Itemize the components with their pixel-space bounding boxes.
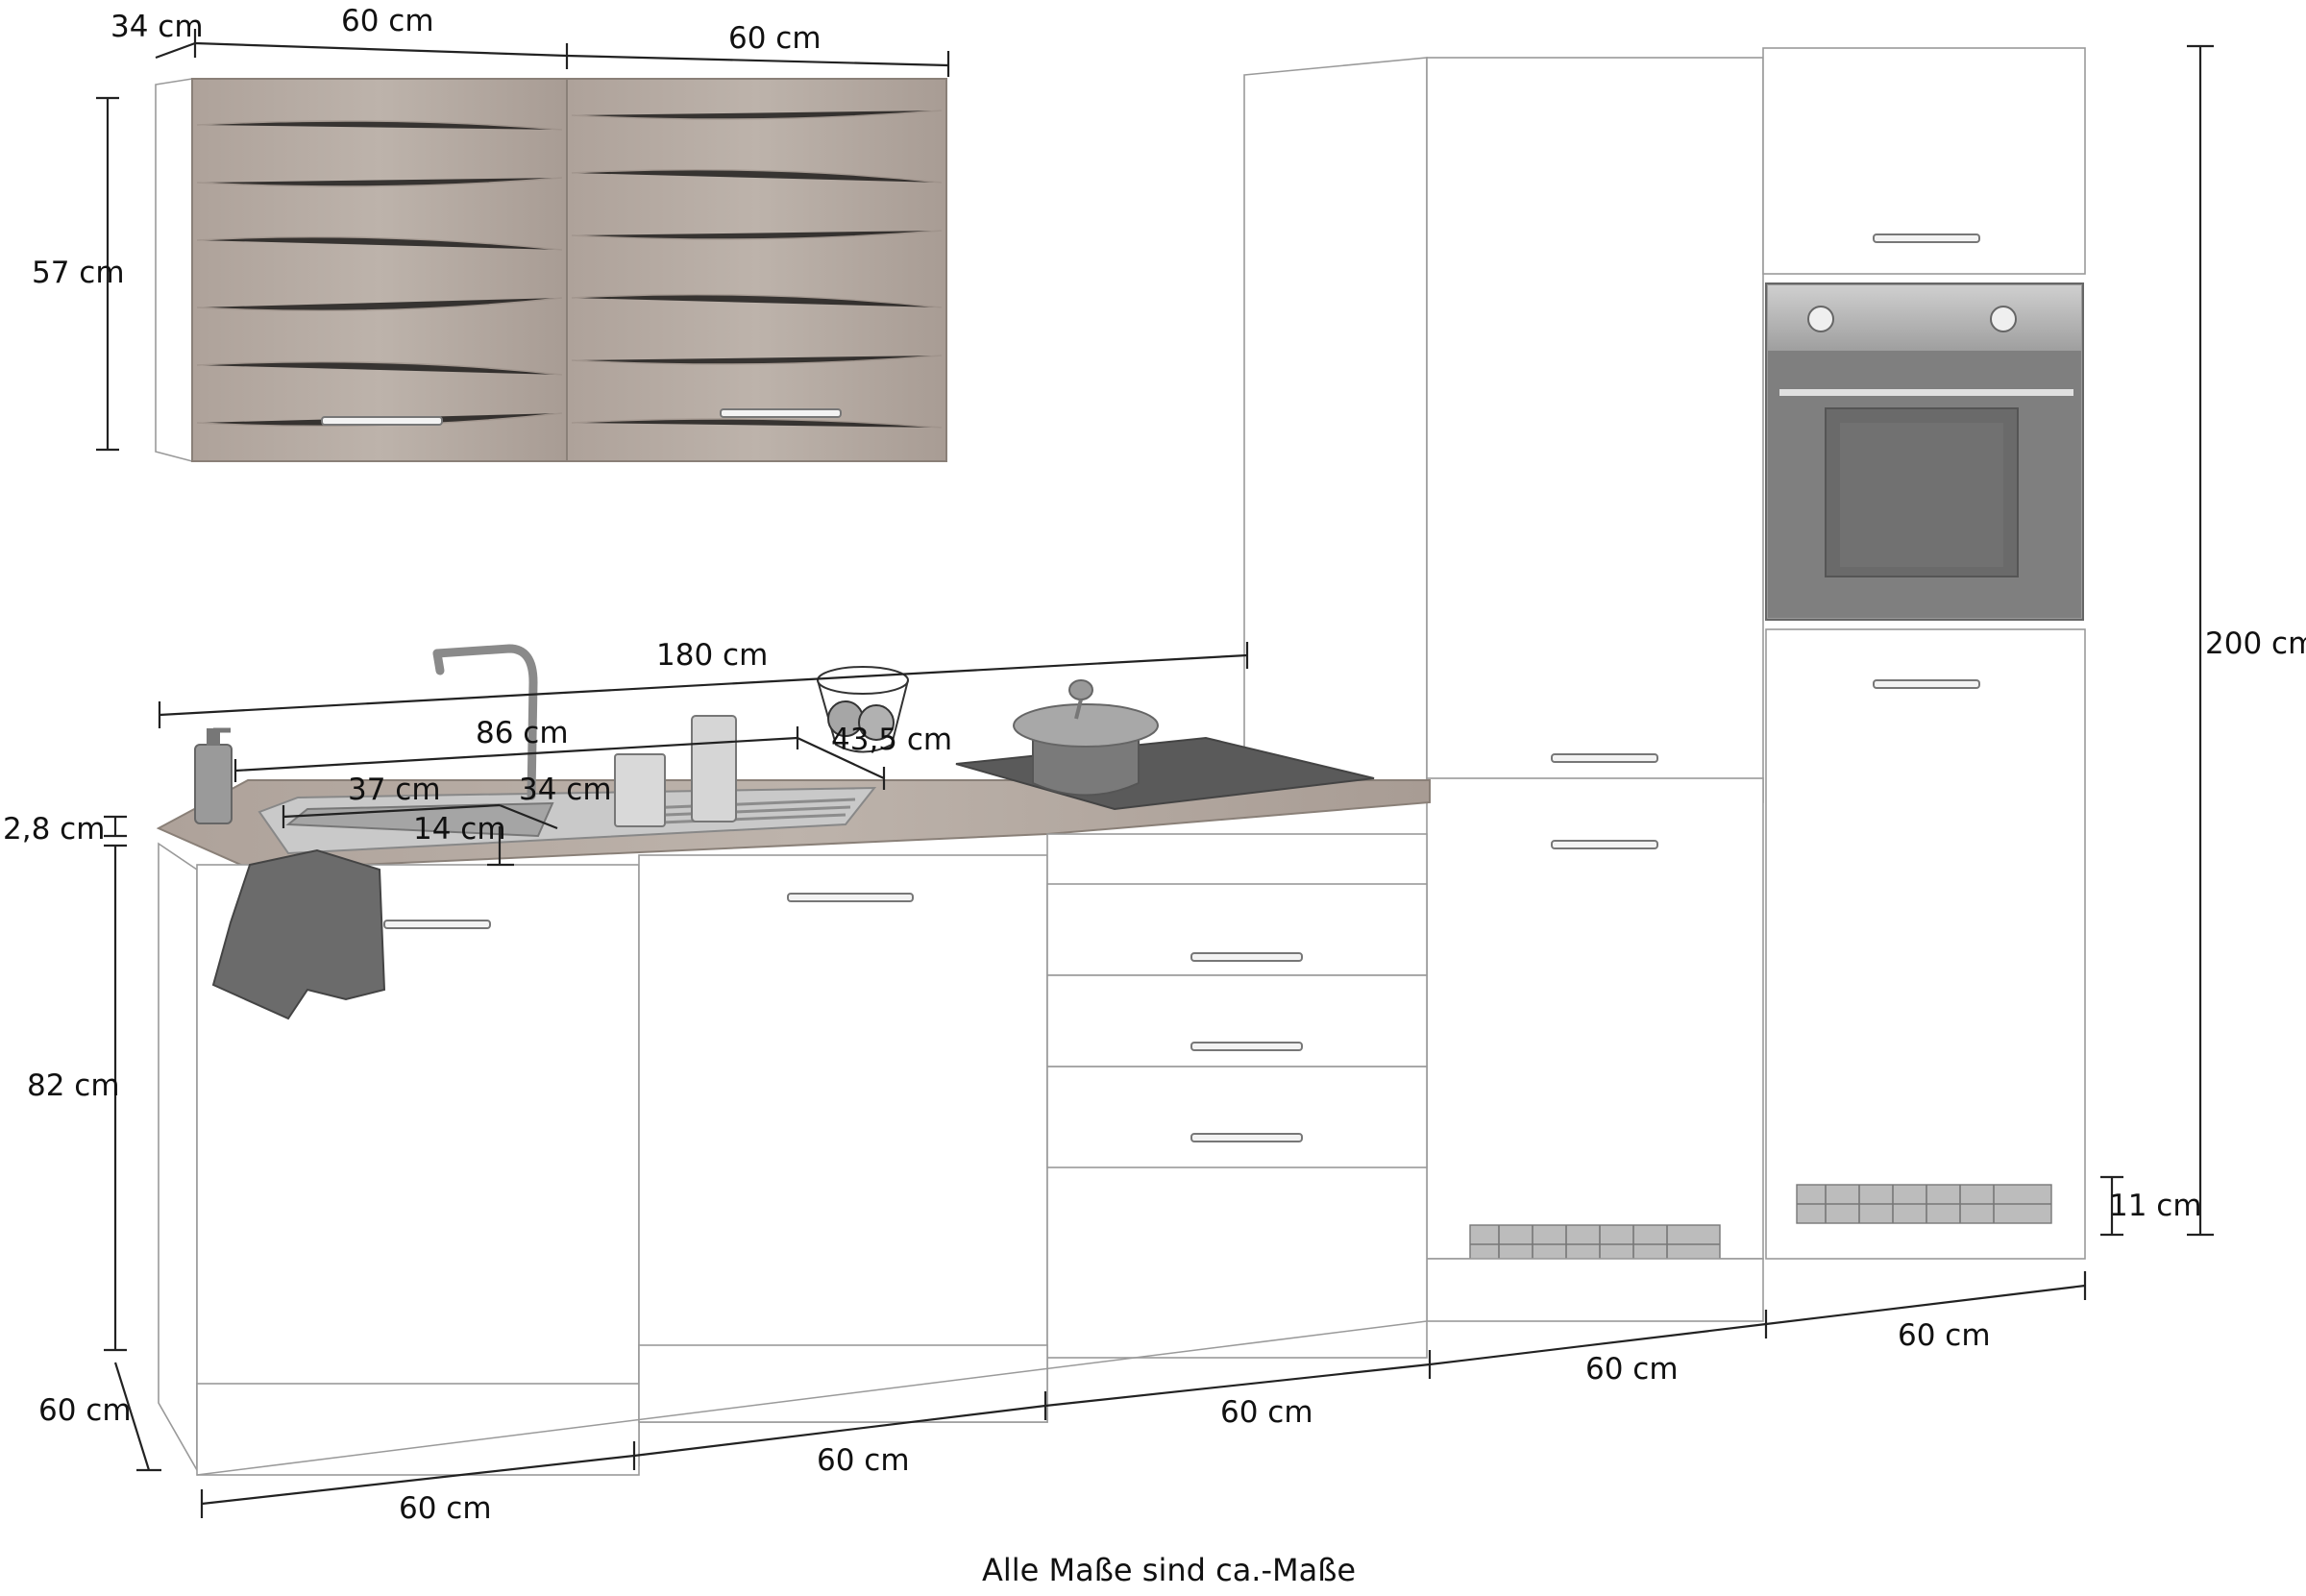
fridge-upper-door xyxy=(1426,57,1764,803)
label-total-width: 180 cm xyxy=(656,638,768,673)
label-base-height: 82 cm xyxy=(27,1068,120,1103)
label-sink-depth: 43,5 cm xyxy=(831,723,952,757)
fruit-basket xyxy=(817,666,909,753)
dimension-labels: 34 cm 60 cm 60 cm 57 cm 180 cm 86 cm 43,… xyxy=(3,4,2306,1588)
fridge-lower-door xyxy=(1426,777,1764,1260)
label-wall-height: 57 cm xyxy=(32,256,125,290)
label-plinth-height: 11 cm xyxy=(2109,1189,2202,1223)
label-base-depth: 60 cm xyxy=(38,1393,132,1428)
base-cabinet-2 xyxy=(638,854,1048,1423)
tall-units xyxy=(1243,47,2086,1322)
label-worktop-thickness: 2,8 cm xyxy=(3,812,105,847)
label-width-1: 60 cm xyxy=(399,1491,492,1526)
tea-towel xyxy=(211,848,386,1020)
wall-handle-right xyxy=(720,408,842,418)
base-units xyxy=(156,644,1431,1476)
label-bowl-depth: 34 cm xyxy=(519,773,612,807)
wall-cabinet xyxy=(155,78,947,463)
built-in-oven xyxy=(1765,282,2084,621)
label-wall-width-left: 60 cm xyxy=(341,4,434,38)
soap-bottle xyxy=(194,727,233,824)
label-sink-width: 86 cm xyxy=(476,716,569,750)
wall-cabinet-door-right xyxy=(566,78,947,462)
label-width-4: 60 cm xyxy=(1585,1352,1679,1387)
dimension-lines xyxy=(96,29,2214,1518)
label-bowl-height: 14 cm xyxy=(413,812,506,847)
jar xyxy=(691,715,737,823)
label-width-5: 60 cm xyxy=(1898,1318,1991,1353)
cooking-pot xyxy=(1013,679,1159,797)
oven-lower-door xyxy=(1765,628,2086,1260)
footer-note: Alle Maße sind ca.-Maße xyxy=(982,1552,1356,1588)
label-width-2: 60 cm xyxy=(817,1443,910,1478)
wall-cabinet-door-left xyxy=(191,78,568,462)
label-width-3: 60 cm xyxy=(1220,1395,1313,1430)
label-bowl-width: 37 cm xyxy=(348,773,441,807)
cup xyxy=(614,753,666,827)
label-wall-depth: 34 cm xyxy=(110,10,204,44)
wall-handle-left xyxy=(321,416,443,426)
faucet xyxy=(432,644,538,800)
label-wall-width-right: 60 cm xyxy=(728,21,822,56)
label-tall-height: 200 cm xyxy=(2205,626,2306,661)
